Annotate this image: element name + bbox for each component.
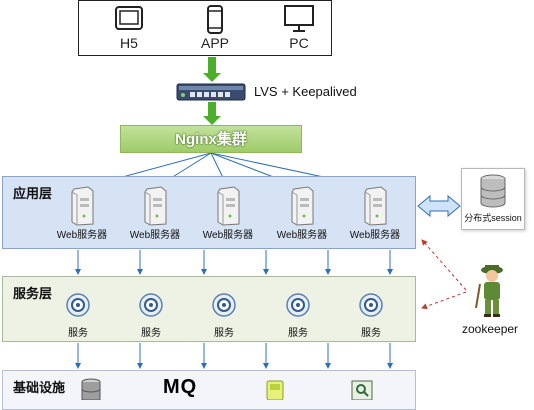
web-server-label: Web服务器 <box>56 230 108 241</box>
service-gear-icon <box>139 293 163 317</box>
zookeeper-label: zookeeper <box>462 322 519 336</box>
monitor-icon <box>284 5 314 32</box>
service-node: 服务 <box>266 292 330 339</box>
web-server-node: Web服务器 <box>123 186 187 241</box>
service-node: 服务 <box>119 292 183 339</box>
web-server-node: Web服务器 <box>196 186 260 241</box>
service-node: 服务 <box>192 292 256 339</box>
service-gear-icon <box>66 293 90 317</box>
service-label: 服务 <box>141 328 161 339</box>
application-layer-title: 应用层 <box>13 186 53 201</box>
database-stack-icon <box>81 378 101 400</box>
green-arrow-client-to-lvs <box>203 57 221 82</box>
lvs-label: LVS + Keepalived <box>254 84 357 99</box>
web-server-node: Web服务器 <box>50 186 114 241</box>
nginx-label: Nginx集群 <box>175 131 247 148</box>
mq-label: MQ <box>163 376 198 398</box>
service-label: 服务 <box>288 328 308 339</box>
server-tower-icon <box>364 186 387 226</box>
service-label: 服务 <box>68 328 88 339</box>
web-server-label: Web服务器 <box>202 230 254 241</box>
service-node: 服务 <box>339 292 403 339</box>
web-server-node: Web服务器 <box>343 186 407 241</box>
web-server-label: Web服务器 <box>129 230 181 241</box>
client-group-box: H5 APP PC <box>78 0 332 56</box>
server-tower-icon <box>144 186 167 226</box>
session-box: 分布式session <box>461 168 525 230</box>
app-to-service-arrows <box>75 250 393 275</box>
smartphone-icon <box>207 5 223 34</box>
service-label: 服务 <box>214 328 234 339</box>
web-server-label: Web服务器 <box>349 230 401 241</box>
service-gear-icon <box>359 293 383 317</box>
service-node: 服务 <box>46 292 110 339</box>
zookeeper-dashed-links <box>421 239 467 310</box>
client-pc-label: PC <box>289 35 309 51</box>
web-server-node: Web服务器 <box>270 186 334 241</box>
green-arrow-lvs-to-nginx <box>203 102 221 125</box>
client-h5: H5 <box>99 5 159 51</box>
service-label: 服务 <box>361 328 381 339</box>
network-switch-icon <box>176 83 246 101</box>
session-double-arrow <box>417 194 461 218</box>
web-server-label: Web服务器 <box>276 230 328 241</box>
zookeeper-keeper-icon <box>475 265 503 317</box>
nginx-cluster-box: Nginx集群 <box>120 125 302 153</box>
service-layer-title: 服务层 <box>13 286 53 301</box>
client-pc: PC <box>269 5 329 51</box>
search-engine-icon <box>351 380 373 400</box>
connector-layer <box>75 57 467 369</box>
application-layer: 应用层 <box>2 176 416 249</box>
server-tower-icon <box>217 186 240 226</box>
client-app: APP <box>185 5 245 51</box>
tablet-icon <box>115 6 143 30</box>
service-to-base-arrows <box>75 343 393 369</box>
database-icon <box>480 174 506 208</box>
service-gear-icon <box>286 293 310 317</box>
infrastructure-layer-title: 基础设施 <box>13 380 66 395</box>
client-app-label: APP <box>200 35 229 51</box>
file-storage-icon <box>266 380 284 400</box>
session-label: 分布式session <box>464 213 522 223</box>
server-tower-icon <box>71 186 94 226</box>
service-gear-icon <box>212 293 236 317</box>
client-h5-label: H5 <box>120 35 138 51</box>
server-tower-icon <box>291 186 314 226</box>
